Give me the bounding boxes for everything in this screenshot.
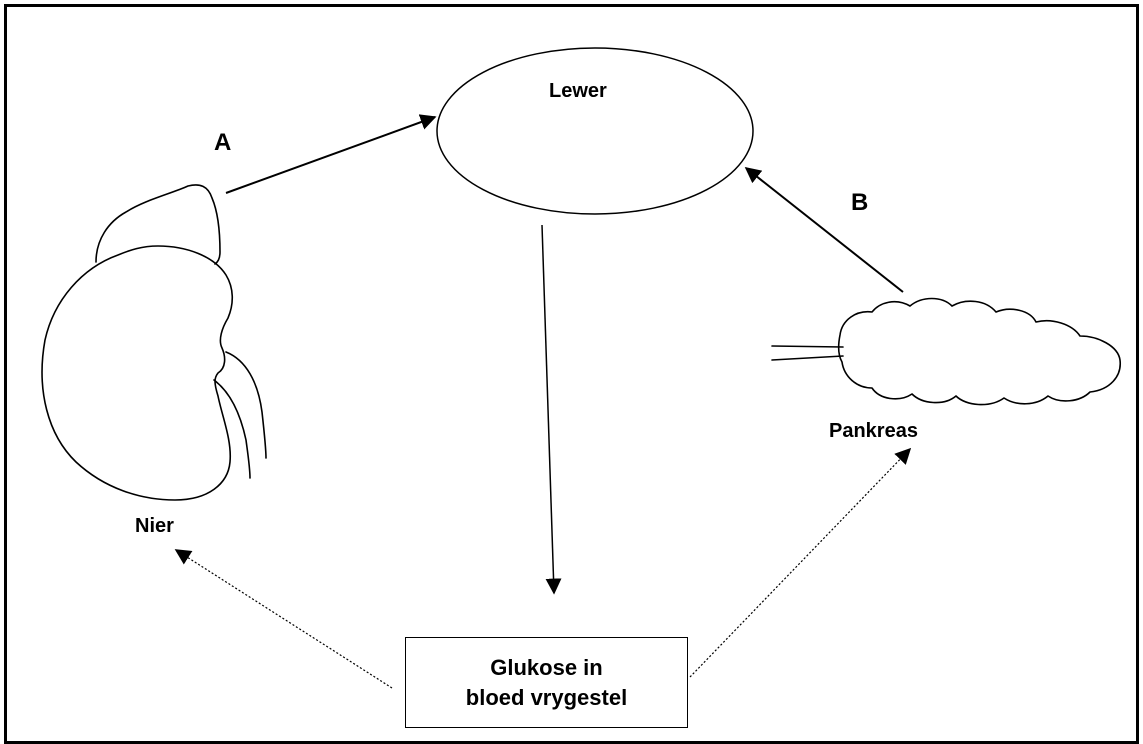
kidney-drawing bbox=[42, 185, 266, 500]
kidney-label: Nier bbox=[135, 515, 174, 538]
pancreas-drawing bbox=[772, 299, 1120, 405]
arrow-liver-to-glucose bbox=[542, 225, 554, 593]
glucose-box-line2: bloed vrygestel bbox=[466, 683, 627, 713]
liver-label: Lewer bbox=[549, 80, 607, 103]
arrow-a bbox=[226, 117, 435, 193]
arrow-b-label: B bbox=[851, 189, 868, 217]
glucose-box: Glukose in bloed vrygestel bbox=[405, 637, 688, 728]
arrow-a-label: A bbox=[214, 129, 231, 157]
glucose-box-line1: Glukose in bbox=[490, 653, 602, 683]
pancreas-label: Pankreas bbox=[829, 420, 918, 443]
arrow-glucose-to-kidney bbox=[176, 550, 392, 688]
arrow-glucose-to-pancreas bbox=[690, 449, 910, 677]
arrow-b bbox=[746, 168, 903, 292]
liver-ellipse bbox=[437, 48, 753, 214]
